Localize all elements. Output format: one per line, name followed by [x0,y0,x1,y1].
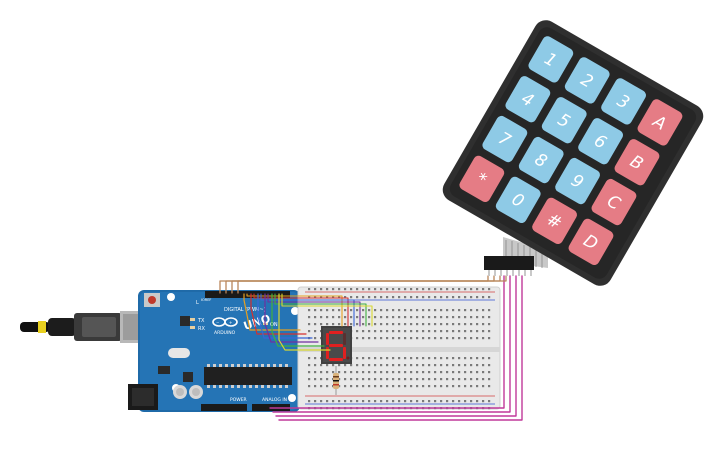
ioref-label: IOREF [201,298,211,302]
on-led-label: ON [270,322,278,328]
arduino-uno-board[interactable]: DIGITAL (PWM~) L TX RX ON − + UNO ARDUIN… [128,290,300,412]
key-B[interactable]: B [613,137,661,187]
keypad-connector[interactable] [484,256,534,276]
key-2[interactable]: 2 [563,55,611,105]
segment-g [329,344,343,347]
key-7[interactable]: 7 [481,114,529,164]
key-C[interactable]: C [590,177,638,227]
key-#[interactable]: # [530,196,578,246]
power-label: POWER [230,397,247,403]
wire-display-top[interactable] [267,293,361,327]
wire-display-top[interactable] [281,293,373,327]
svg-text:+: + [229,320,232,325]
digital-label: DIGITAL (PWM~) [224,307,266,313]
segment-e [326,347,329,359]
wire-display[interactable] [264,293,319,343]
segment-a [329,331,343,334]
tx-label: TX [197,318,205,324]
key-8[interactable]: 8 [517,135,565,185]
brand-label: ARDUINO [214,330,236,336]
svg-text:−: − [216,320,219,325]
key-D[interactable]: D [567,217,615,267]
wire-keypad[interactable] [272,275,511,413]
key-A[interactable]: A [636,97,684,147]
segment-c [343,347,346,359]
wire-display[interactable] [257,293,313,339]
power-header[interactable] [201,404,247,411]
key-3[interactable]: 3 [599,76,647,126]
wire-display-top[interactable] [246,293,343,327]
resistor[interactable] [333,366,339,395]
wire-display[interactable] [243,293,301,331]
seven-segment-display[interactable] [321,326,352,364]
wire-keypad[interactable] [275,275,517,417]
wire-keypad[interactable] [278,275,523,421]
usb-chip [180,316,190,326]
wire-display-top[interactable] [274,293,367,327]
key-5[interactable]: 5 [540,95,588,145]
usb-cable [20,311,150,343]
wire-display[interactable] [250,293,307,335]
wire-keypad-top[interactable] [237,275,507,294]
segment-d [329,358,343,361]
segment-f [326,333,329,345]
wire-display-top[interactable] [253,293,349,327]
key-4[interactable]: 4 [504,74,552,124]
wire-display-top[interactable] [260,293,355,327]
key-*[interactable]: * [458,154,506,204]
crystal-oscillator [168,348,190,358]
key-9[interactable]: 9 [553,156,601,206]
segment-b [343,333,346,345]
analog-label: ANALOG IN [262,397,287,403]
arduino-logo: − + [212,317,238,327]
wire-keypad[interactable] [269,275,505,409]
key-1[interactable]: 1 [527,34,575,84]
seven-segment-digit [326,331,346,361]
l-led-label: L [196,300,199,306]
key-0[interactable]: 0 [494,175,542,225]
key-6[interactable]: 6 [576,116,624,166]
rx-label: RX [198,326,205,332]
wire-display[interactable] [271,293,325,347]
wire-display[interactable] [278,293,331,351]
atmega-chip [204,367,292,385]
wires[interactable] [219,275,523,421]
